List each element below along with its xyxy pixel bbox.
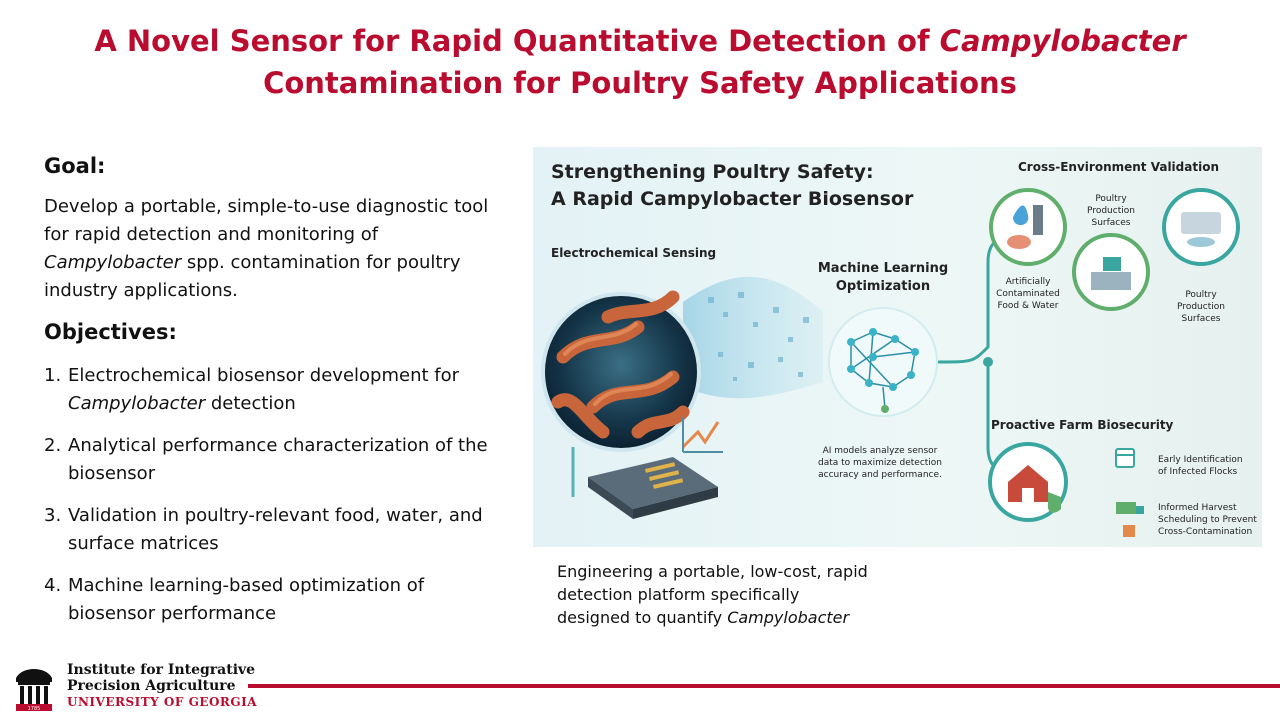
label-informed-harvest: Informed Harvest Scheduling to Prevent C… [1158, 503, 1257, 537]
sensor-chip [588, 457, 718, 509]
title-line-1: A Novel Sensor for Rapid Quantitative De… [94, 24, 1186, 58]
title-line-2: Contamination for Poultry Safety Applica… [263, 66, 1017, 100]
ml-brain-circle [828, 307, 938, 417]
calendar-icon [1115, 448, 1135, 468]
data-stream-band [683, 276, 823, 399]
label-farm-biosecurity: Proactive Farm Biosecurity [991, 418, 1174, 432]
objective-item-3: 3.Validation in poultry-relevant food, w… [44, 505, 483, 554]
objectives-heading: Objectives: [44, 320, 177, 344]
label-early-identification: Early Identification of Infected Flocks [1158, 455, 1243, 477]
left-text-column: Goal: Develop a portable, simple-to-use … [44, 154, 514, 642]
truck-icon [1116, 502, 1136, 514]
title-italic-organism: Campylobacter [939, 24, 1186, 58]
infographic-artwork [541, 188, 1240, 537]
objective-item-2: 2.Analytical performance characterizatio… [44, 435, 488, 484]
uga-arch-logo: 1785 [14, 660, 54, 712]
footer-divider [248, 684, 1280, 688]
infographic-caption: Engineering a portable, low-cost, rapid … [557, 562, 868, 627]
label-poultry-surfaces-top: Poultry Production Surfaces [1087, 194, 1135, 228]
goal-heading: Goal: [44, 154, 106, 178]
institute-wordmark: Institute for Integrative Precision Agri… [67, 662, 258, 709]
biosensor-infographic: Strengthening Poultry Safety: A Rapid Ca… [533, 147, 1262, 547]
objective-item-1: 1.Electrochemical biosensor development … [44, 365, 460, 414]
signal-graph [681, 421, 720, 449]
ml-description: AI models analyze sensor data to maximiz… [817, 446, 943, 480]
label-food-water: Artificially Contaminated Food & Water [996, 277, 1060, 311]
goal-text: Develop a portable, simple-to-use diagno… [44, 196, 489, 301]
infographic-title: Strengthening Poultry Safety: A Rapid Ca… [551, 161, 914, 210]
label-machine-learning: Machine Learning Optimization [817, 261, 949, 294]
label-cross-environment: Cross-Environment Validation [1018, 160, 1219, 174]
objectives-list: 1.Electrochemical biosensor development … [44, 362, 514, 628]
objective-item-4: 4.Machine learning-based optimization of… [44, 575, 425, 624]
slide-title: A Novel Sensor for Rapid Quantitative De… [40, 20, 1240, 104]
food-water-circle [989, 188, 1067, 266]
label-electrochemical-sensing: Electrochemical Sensing [551, 246, 717, 260]
crate-icon [1123, 525, 1135, 537]
label-poultry-surfaces-right: Poultry Production Surfaces [1177, 290, 1225, 324]
logo-year: 1785 [28, 706, 41, 712]
